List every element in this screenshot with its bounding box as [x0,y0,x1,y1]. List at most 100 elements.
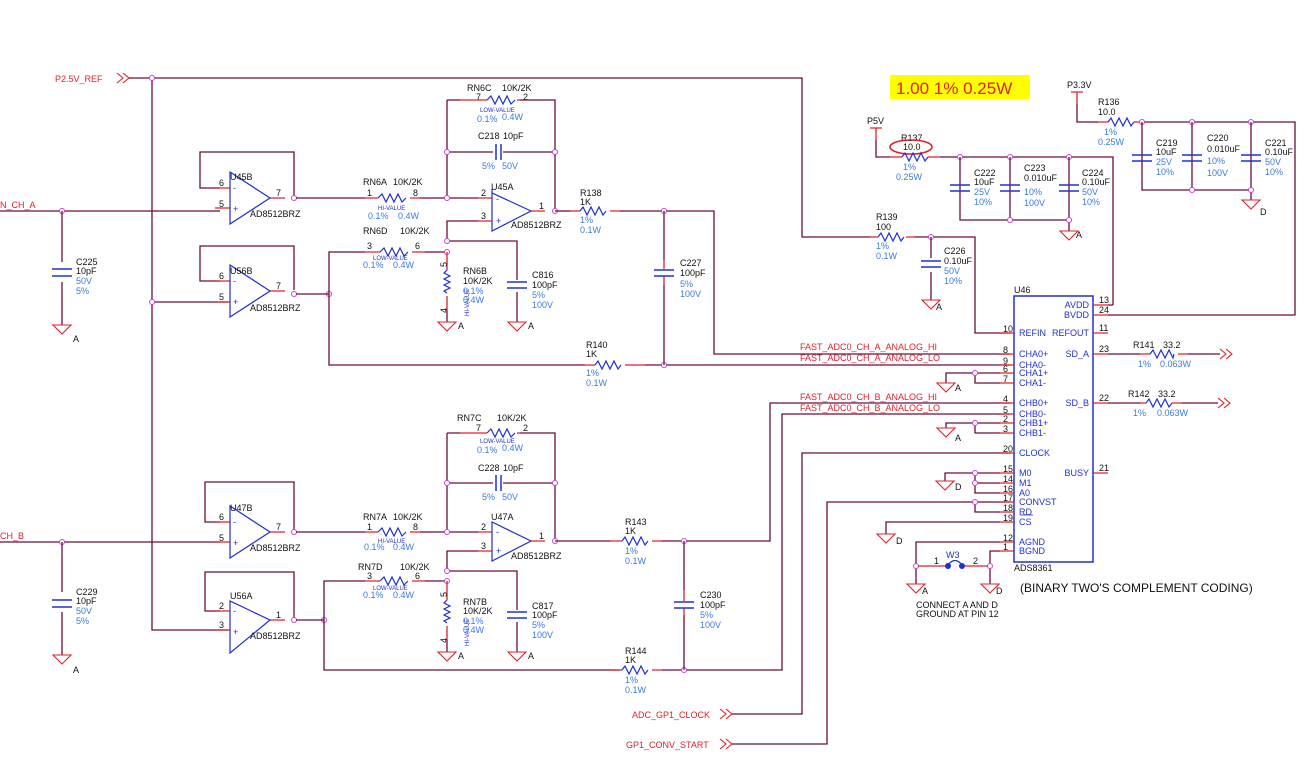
svg-text:-: - [233,276,236,286]
svg-text:D: D [1260,207,1267,217]
svg-text:LOW-VALUE: LOW-VALUE [373,586,408,592]
svg-text:10%: 10% [1024,187,1042,197]
svg-text:3: 3 [367,241,372,251]
adc-pin-number: 11 [1099,323,1108,333]
resistor-rn7a: RN7A 10K/2K 1 8 HI-VALUE 0.1% 0.4W [363,512,447,552]
svg-text:0.4W: 0.4W [393,542,415,552]
resistor-r142: R142 33.2 1% 0.063W [1108,389,1231,418]
net-label-fast-b-lo: FAST_ADC0_CH_B_ANALOG_LO [800,403,940,413]
svg-text:6: 6 [219,512,224,522]
svg-text:100V: 100V [1207,168,1228,178]
svg-text:6: 6 [219,178,224,188]
svg-text:RN7D: RN7D [358,562,383,572]
svg-text:0.4W: 0.4W [463,295,485,305]
adc-pin-number: 21 [1099,463,1109,473]
svg-text:R144: R144 [625,646,647,656]
svg-text:AD8512BRZ: AD8512BRZ [250,631,301,641]
svg-text:P3.3V: P3.3V [1067,80,1092,90]
resistor-rn6a: RN6A 10K/2K 1 8 HI-VALUE 0.1% 0.4W [363,177,447,221]
adc-pin-number: 9 [1003,356,1008,366]
resistor-rn7b: 5 4 HI-VALUE RN7B 10K/2K 0.1% 0.4W A [437,581,493,662]
svg-text:3: 3 [219,620,224,630]
svg-text:C225: C225 [76,257,98,267]
adc-pin-name: CHB0- [1019,409,1046,419]
capacitor-c218-ref: C218 [478,131,500,141]
svg-text:1K: 1K [580,197,591,207]
svg-text:0.063W: 0.063W [1157,408,1189,418]
resistor-rn6d: RN6D 10K/2K 3 6 LOW-VALUE 0.1% 0.4W [363,226,447,270]
svg-text:10%: 10% [1207,156,1225,166]
adc-pin-number: 7 [1003,374,1008,384]
adc-pin-number: 16 [1003,484,1013,494]
resistor-r137: R137 10.0 1% 0.25W [889,133,1114,305]
capacitor-c226: A C226 0.10uF 50V 10% [921,237,973,312]
svg-text:50V: 50V [502,161,518,171]
adc-pin-name: REFIN [1019,328,1046,338]
svg-text:7: 7 [276,522,281,532]
svg-text:A: A [73,334,79,344]
svg-text:A: A [528,651,534,661]
power-p5v: P5V [867,116,890,158]
net-adc-clock: ADC_GP1_CLOCK [632,452,1010,720]
svg-text:100V: 100V [532,630,553,640]
adc-pin-name: M0 [1019,468,1032,478]
svg-text:C817: C817 [532,601,554,611]
adc-pin-name: AGND [1019,537,1046,547]
svg-text:0.1%: 0.1% [463,286,484,296]
adc-pin-number: 24 [1099,305,1109,315]
resistor-r144: R144 1K 1% 0.1W [610,413,1010,695]
svg-text:2: 2 [523,423,528,433]
adc-pin-number: 2 [1003,414,1008,424]
svg-text:ADS8361: ADS8361 [1014,563,1053,573]
svg-text:5: 5 [439,592,449,597]
adc-pin-name: REFOUT [1052,328,1090,338]
svg-text:25V: 25V [974,187,990,197]
svg-text:GP1_CONV_START: GP1_CONV_START [626,740,709,750]
svg-text:A: A [955,383,961,393]
adc-pin-number: 10 [1003,324,1013,334]
svg-text:6: 6 [219,271,224,281]
svg-text:ADC_GP1_CLOCK: ADC_GP1_CLOCK [632,710,710,720]
svg-text:2: 2 [481,522,486,532]
svg-text:10K/2K: 10K/2K [400,226,430,236]
svg-text:4: 4 [439,308,449,313]
svg-text:100pF: 100pF [700,600,726,610]
svg-text:0.1%: 0.1% [364,542,385,552]
svg-text:50V: 50V [502,492,518,502]
svg-text:3: 3 [367,571,372,581]
svg-text:6: 6 [415,571,420,581]
svg-text:1.00 1% 0.25W: 1.00 1% 0.25W [896,79,1012,98]
svg-text:R143: R143 [625,517,647,527]
svg-text:50V: 50V [1265,157,1281,167]
svg-text:A: A [73,665,79,675]
adc-pin-number: 18 [1003,503,1013,513]
opamp-u47b: -+ U47B AD8512BRZ 6 5 7 [204,481,365,560]
svg-text:AD8512BRZ: AD8512BRZ [511,551,562,561]
svg-text:HI-VALUE: HI-VALUE [465,619,471,646]
svg-text:10K/2K: 10K/2K [497,413,527,423]
svg-text:0.10uF: 0.10uF [1265,147,1294,157]
svg-text:0.1W: 0.1W [876,251,898,261]
svg-text:0.1W: 0.1W [625,685,647,695]
svg-text:1K: 1K [625,655,636,665]
svg-text:7: 7 [476,92,481,102]
offpage-connector-icon [1219,348,1233,360]
resistor-r143: R143 1K 1% 0.1W [555,402,1010,566]
svg-text:10K/2K: 10K/2K [393,512,423,522]
svg-text:100V: 100V [700,620,721,630]
svg-text:1: 1 [276,610,281,620]
svg-text:50V: 50V [76,276,92,286]
ground-note-line-2: GROUND AT PIN 12 [916,609,999,619]
svg-text:1%: 1% [1138,359,1151,369]
svg-text:5%: 5% [76,286,89,296]
svg-text:C223: C223 [1024,163,1046,173]
net-label-fast-a-lo: FAST_ADC0_CH_A_ANALOG_LO [800,353,940,363]
svg-text:10pF: 10pF [503,131,524,141]
adc-pin-name: CHB0+ [1019,398,1048,408]
svg-text:100pF: 100pF [680,268,706,278]
svg-text:C220: C220 [1207,133,1229,143]
svg-text:-: - [496,194,499,204]
adc-pin-number: 8 [1003,345,1008,355]
decoupling-caps-bvdd: D C219 10uF 25V 10% C220 0.010uF 10% 100… [1132,119,1294,217]
svg-text:AD8512BRZ: AD8512BRZ [250,209,301,219]
